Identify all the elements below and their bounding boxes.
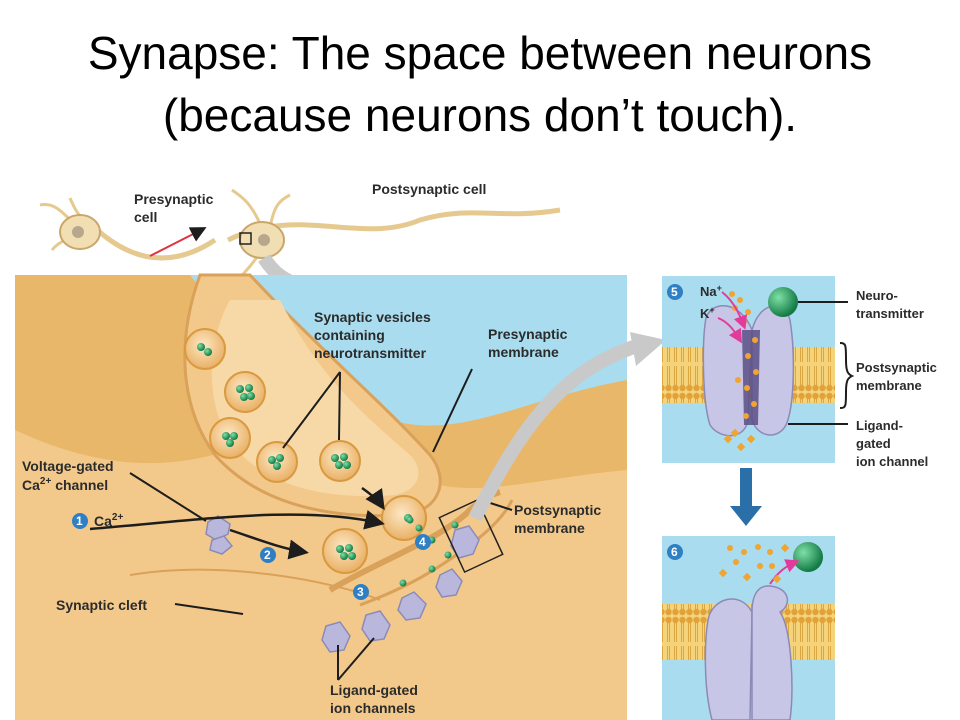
label-ligand-gated-channels-1: Ligand-gated [330,682,418,698]
step-number-3: 3 [357,585,364,599]
slide-title: Synapse: The space between neurons (beca… [0,22,960,146]
label-neurotransmitter-1: Neuro- [856,288,898,303]
step-badge-1 [72,513,88,529]
ligand-gated-channel [435,568,463,598]
label-inset-postsynaptic-2: membrane [856,378,922,393]
inset5-leaders [788,301,855,425]
zoom-arrow-icon [468,338,643,522]
step-number-5: 5 [671,285,678,299]
label-presynaptic-cell-1: Presynaptic [134,191,214,207]
label-inset-postsynaptic-1: Postsynaptic [856,360,937,375]
vesicle [224,371,266,413]
label-synaptic-vesicles-3: neurotransmitter [314,345,427,361]
step-badge-3 [353,584,369,600]
neurotransmitter-molecules [197,343,466,587]
leader-lines [129,368,513,681]
title-line-2: (because neurons don’t touch). [162,89,798,141]
label-voltage-gated-2: Ca2+ channel [22,476,108,493]
label-neurotransmitter-2: transmitter [856,306,924,321]
ligand-gated-channel [321,621,351,653]
label-postsynaptic-membrane-2: membrane [514,520,585,536]
step-number-2: 2 [264,548,271,562]
label-synaptic-vesicles-2: containing [314,327,385,343]
step-number-1: 1 [76,514,83,528]
vesicle [184,328,226,370]
voltage-gated-channel [205,515,231,541]
label-ligand-gated-channel-1: Ligand- [856,418,903,433]
label-ligand-gated-channel-2: gated [856,436,891,451]
process-arrows [89,486,385,560]
label-presynaptic-cell-2: cell [134,209,157,225]
ligand-gated-channel [450,525,480,559]
inset-panel-5: 5 Na+ K+ [662,276,835,463]
neurotransmitter-bound [768,287,798,317]
label-ligand-gated-channels-2: ion channels [330,700,416,716]
label-voltage-gated-1: Voltage-gated [22,458,114,474]
zoom-arrowhead-icon [630,332,666,366]
zoom-box-icon [239,232,252,245]
label-postsynaptic-cell: Postsynaptic cell [372,181,486,197]
label-ligand-gated-channel-3: ion channel [856,454,928,469]
detail-zoom-box [438,498,504,574]
title-line-1: Synapse: The space between neurons [87,27,873,79]
vesicle [322,528,368,574]
label-synaptic-cleft: Synaptic cleft [56,597,147,613]
neurotransmitter-released [793,542,823,572]
inset-panel-6: 6 [662,536,835,720]
label-sodium: Na+ [700,283,722,299]
step-badge-4 [415,534,431,550]
voltage-gated-channel [209,535,234,555]
step-badge-2 [260,547,276,563]
signal-direction-arrow [149,227,207,257]
step-number-6: 6 [671,545,678,559]
label-postsynaptic-membrane-1: Postsynaptic [514,502,601,518]
main-synapse-panel [15,273,627,720]
channels-main [205,515,480,653]
ligand-gated-channel [361,610,391,642]
transition-arrow-icon [730,468,762,526]
vesicle [319,440,361,482]
label-presynaptic-membrane-1: Presynaptic [488,326,568,342]
label-calcium-ion: Ca2+ [94,512,123,529]
label-synaptic-vesicles-1: Synaptic vesicles [314,309,431,325]
label-potassium: K+ [700,305,715,321]
step-number-4: 4 [419,535,426,549]
label-presynaptic-membrane-2: membrane [488,344,559,360]
vesicle [209,417,251,459]
ligand-gated-channel [397,591,427,621]
